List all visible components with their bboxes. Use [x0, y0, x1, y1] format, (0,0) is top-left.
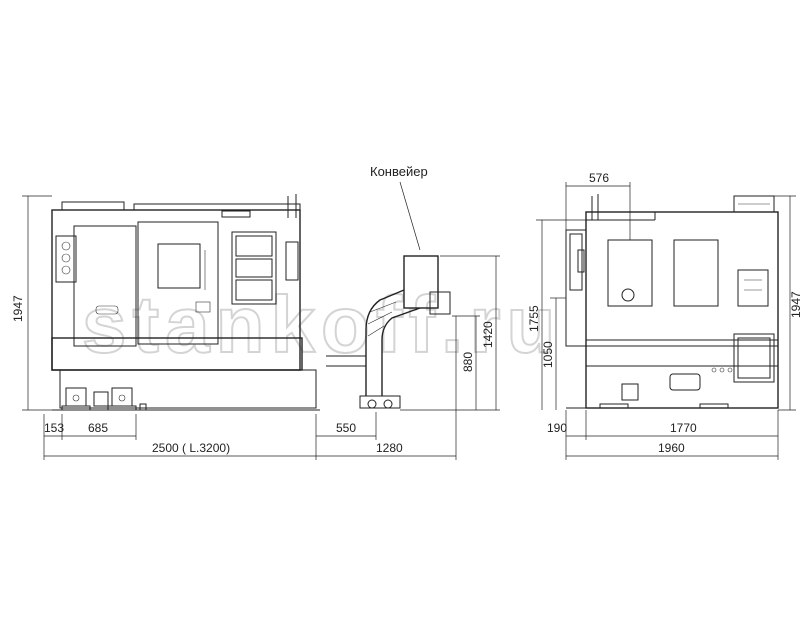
dim-front-foot-span: 685: [88, 421, 108, 435]
chip-conveyor: [326, 255, 451, 409]
front-view-dimensions: 1947 153 685 2500 ( L.3200) 550 1280 142…: [11, 195, 500, 460]
dim-front-conveyor-gap: 550: [336, 421, 356, 435]
dim-side-panel-width: 576: [589, 171, 609, 185]
side-view-dimensions: 576 1755 1050 1947 190 1770 1960: [527, 171, 803, 460]
dim-side-left-offset: 190: [547, 421, 567, 435]
side-view-machine: [565, 194, 779, 409]
dim-side-height-1050: 1050: [541, 341, 555, 368]
dim-front-conveyor-height: 1420: [481, 321, 495, 348]
dim-side-height-total: 1947: [789, 291, 803, 318]
dim-side-depth: 1770: [670, 421, 697, 435]
dim-side-total-depth: 1960: [658, 441, 685, 455]
dim-front-conveyor-length: 1280: [376, 441, 403, 455]
conveyor-label: Конвейер: [370, 164, 428, 179]
dim-front-conveyor-base-height: 880: [461, 352, 475, 372]
dim-front-left-offset: 153: [44, 421, 64, 435]
dim-side-height-1755: 1755: [527, 305, 541, 332]
conveyor-leader-line: [399, 181, 421, 251]
watermark-text: stankoff.ru: [82, 280, 561, 369]
dim-front-height-total: 1947: [11, 295, 25, 322]
dim-front-machine-length: 2500 ( L.3200): [152, 441, 230, 455]
front-view-machine: [51, 194, 320, 411]
